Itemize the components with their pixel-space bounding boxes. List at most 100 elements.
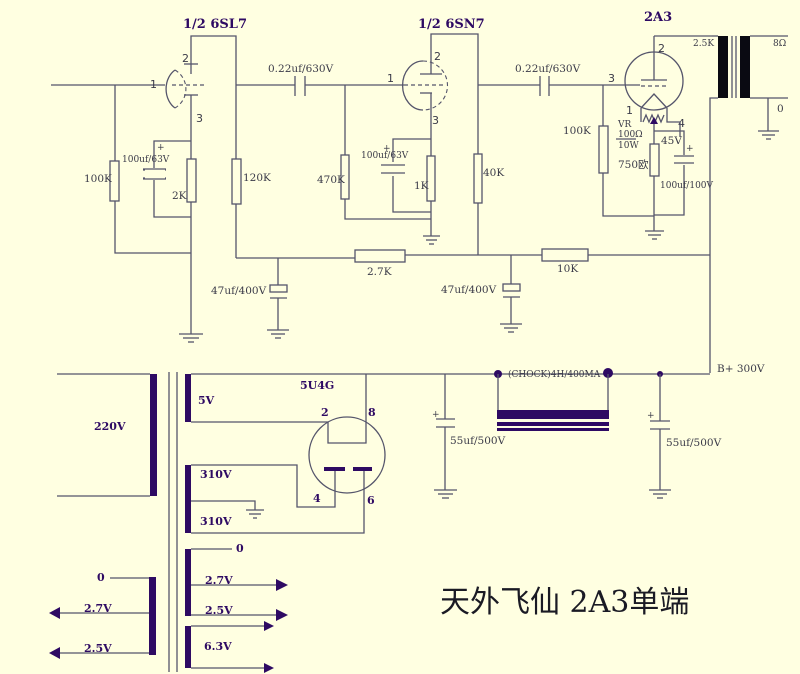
pin-label: 3 (608, 72, 615, 85)
filament-winding-2a3 (185, 549, 191, 616)
component-label: 8Ω (773, 39, 786, 49)
b-plus-label: B+ 300V (717, 363, 765, 375)
component-label: 100Ω (618, 130, 643, 140)
resistor-750 (649, 143, 660, 177)
component-label: 100uf/63V (122, 155, 170, 165)
component-label: 750欧 (618, 159, 649, 171)
wiper-arrow-icon (650, 117, 658, 124)
decoupling-network: 2.7K 10K 47uf/400V 47uf/400V (211, 248, 710, 339)
arrow-right-icon (276, 609, 288, 621)
ground-icon (500, 323, 522, 333)
opt-secondary-winding (740, 36, 750, 98)
pin-label: 3 (432, 114, 439, 127)
primary-winding (150, 374, 157, 496)
filament-transformer-winding (149, 577, 156, 655)
winding-label: 5V (198, 394, 215, 407)
svg-text:+: + (647, 411, 655, 421)
ground-icon (649, 489, 671, 499)
junction-dot (603, 368, 613, 378)
tube-label-6sl7: 1/2 6SL7 (183, 17, 247, 32)
winding-label: 2.5V (84, 642, 112, 655)
component-label: 100uf/63V (361, 151, 409, 161)
filament-winding-6v3 (185, 626, 191, 668)
resistor-470k (340, 154, 350, 200)
secondary-5v-winding (185, 374, 191, 422)
winding-label: 310V (200, 515, 232, 528)
svg-text:+: + (432, 410, 440, 420)
svg-text:+: + (157, 143, 165, 153)
stage1-6sl7: 1/2 6SL7 1 2 3 100K + 100uf/63V 2K (51, 17, 271, 343)
component-label: 0.22uf/630V (515, 63, 581, 75)
tube-envelope-6sn7 (402, 60, 424, 111)
schematic-caption: 天外飞仙 2A3单端 (440, 585, 689, 620)
filament-transformer: 0 2.7V 2.5V (49, 571, 156, 659)
tube-label-2a3: 2A3 (644, 10, 672, 25)
pin-label: 2 (182, 52, 189, 65)
ground-icon (434, 489, 457, 499)
component-label: 2K (172, 190, 187, 202)
component-label: 55uf/500V (450, 435, 506, 447)
tube-label-5u4g: 5U4G (300, 379, 334, 392)
winding-label: 0 (97, 571, 105, 584)
resistor-120k (231, 158, 242, 205)
tube-envelope-6sl7 (165, 69, 176, 109)
power-transformer: 220V 5V 310V 310V 0 2.7V 2.5V 6.3V (57, 372, 500, 673)
pin-label: 6 (367, 494, 375, 507)
component-label: 40K (483, 167, 504, 179)
arrow-left-icon (49, 607, 60, 619)
component-label: 47uf/400V (441, 284, 497, 296)
arrow-right-icon (264, 663, 274, 673)
resistor-40k (473, 153, 483, 204)
winding-label: 2.7V (84, 602, 112, 615)
winding-label: 6.3V (204, 640, 232, 653)
svg-text:+: + (686, 144, 694, 154)
ground-icon (246, 509, 264, 519)
component-label: 45V (661, 135, 682, 147)
winding-label: 2.7V (205, 574, 233, 587)
component-label: 2.7K (367, 266, 392, 278)
pin-label: 4 (313, 492, 321, 505)
plate-wire (190, 35, 237, 258)
resistor-100k-2a3 (598, 125, 609, 174)
component-label: VR (617, 120, 631, 130)
component-label: 0.22uf/630V (268, 63, 334, 75)
filter-section: + 55uf/500V (CHOCK)4H/400MA + 55uf/500V … (432, 363, 765, 499)
pin-label: 8 (368, 406, 376, 419)
stage3-2a3: 2A3 3 2 1 4 VR 100Ω 10W 750欧 45V + 100uf… (563, 10, 714, 240)
choke-winding (497, 410, 609, 419)
ground-icon (423, 232, 440, 245)
component-label: 100uf/100V (660, 181, 714, 191)
secondary-hv-winding (185, 465, 191, 533)
component-label: 2.5K (693, 39, 714, 49)
pin-label: 1 (387, 72, 394, 85)
pin-label: 3 (196, 112, 203, 125)
plate-wire (430, 33, 479, 255)
component-label: 100K (563, 125, 591, 137)
winding-label: 2.5V (205, 604, 233, 617)
component-label: 10W (618, 141, 639, 151)
pin-label: 2 (321, 406, 329, 419)
winding-label: 0 (236, 542, 244, 555)
capacitor-47uf-2 (502, 283, 521, 292)
ground-icon (758, 130, 779, 140)
resistor-2.7k (354, 249, 406, 263)
resistor-100k (109, 160, 120, 202)
ground-icon (645, 230, 664, 240)
component-label: 1K (414, 180, 429, 192)
resistor-10k (541, 248, 589, 262)
stage2-6sn7: 1/2 6SN7 1 2 3 470K + 100uf/63V 1K 40K (317, 17, 504, 255)
pin-label: 4 (678, 117, 685, 130)
component-label: 0 (777, 103, 784, 115)
resistor-2k (186, 158, 197, 203)
tube-label-6sn7: 1/2 6SN7 (418, 17, 485, 32)
component-label: 10K (557, 263, 578, 275)
resistor-1k (426, 155, 436, 202)
pin-label: 2 (434, 50, 441, 63)
arrow-left-icon (49, 647, 60, 659)
primary-voltage-label: 220V (94, 420, 126, 433)
component-label: 55uf/500V (666, 437, 722, 449)
component-label: (CHOCK)4H/400MA (508, 369, 601, 380)
pin-label: 1 (626, 104, 633, 117)
component-label: 100K (84, 173, 112, 185)
